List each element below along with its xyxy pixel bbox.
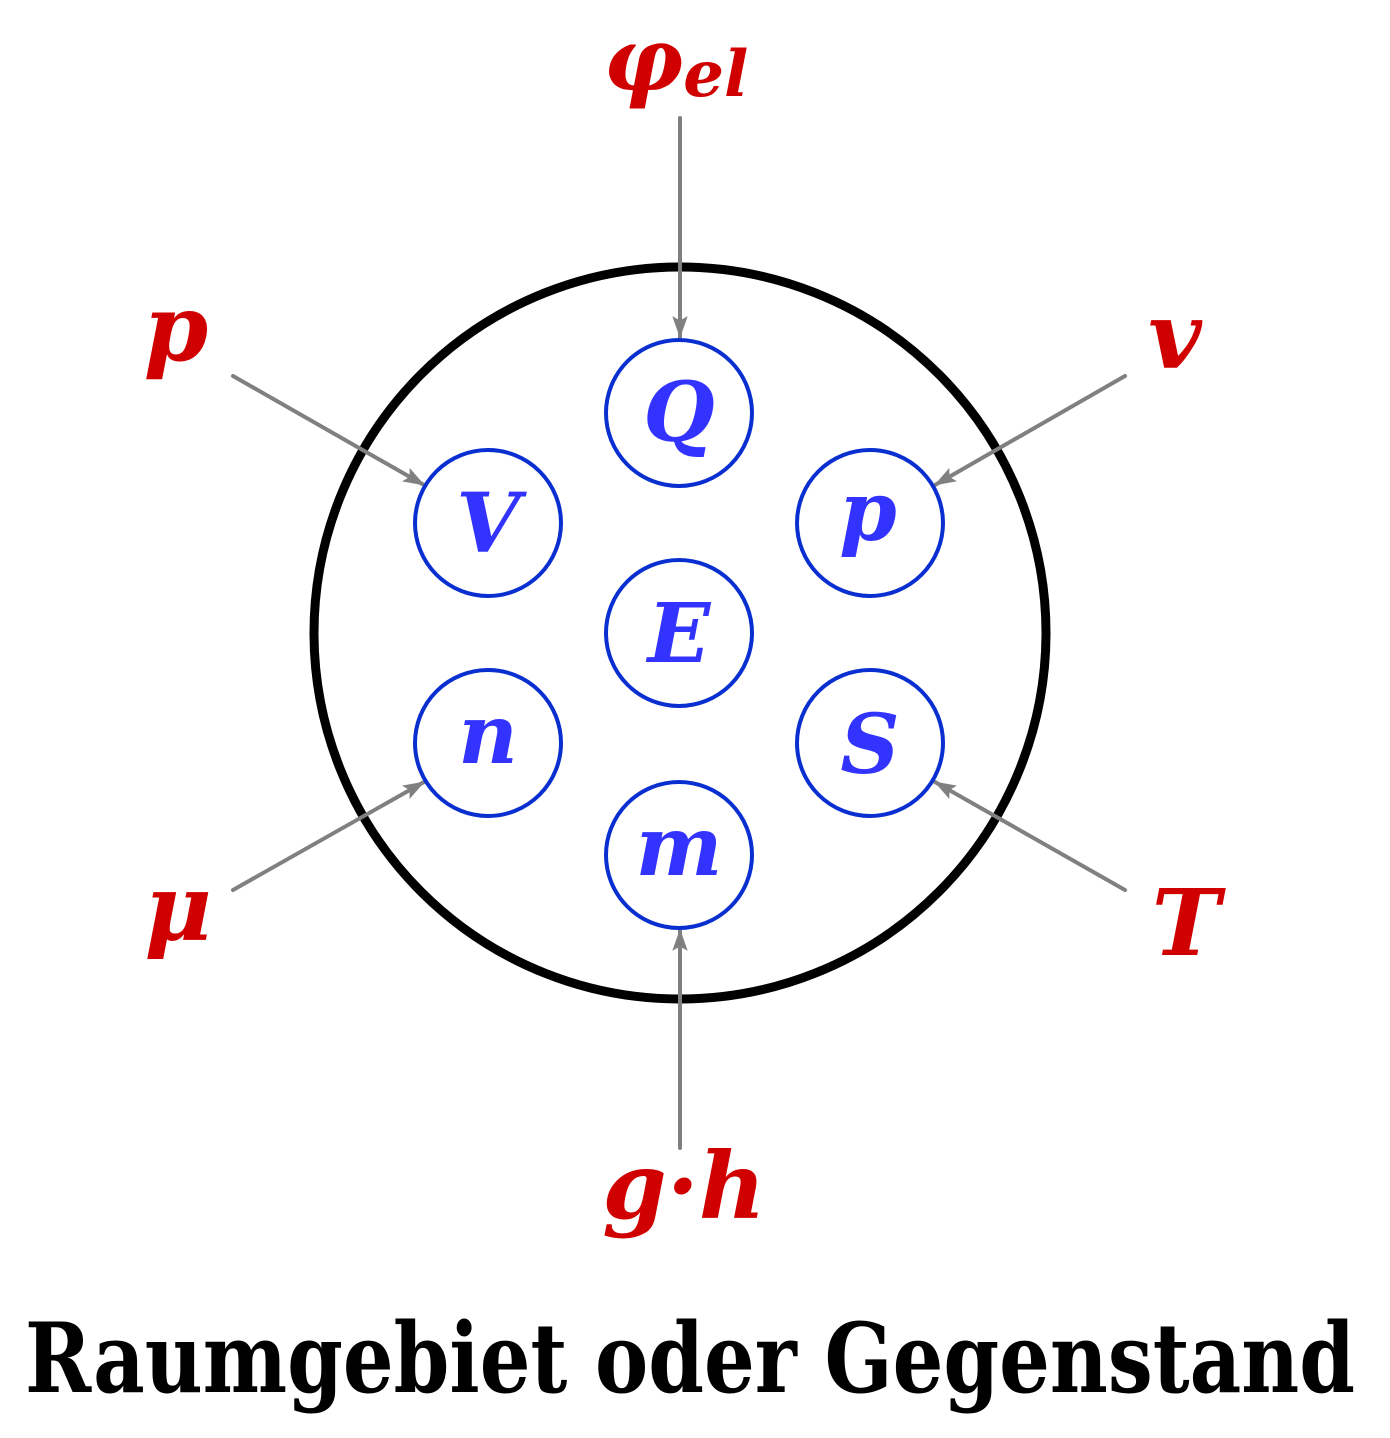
outer-label-phi: φ: [604, 7, 684, 111]
inner-quantities: Q V p E n S m: [413, 338, 945, 930]
outer-label-mu: μ: [144, 854, 211, 962]
inner-label-n: n: [458, 687, 518, 783]
inner-quantity-m: m: [604, 780, 754, 930]
inner-label-Q: Q: [643, 365, 714, 461]
outer-label-p: p: [144, 274, 208, 382]
inner-circle-Q: [604, 338, 754, 488]
arrow-p-to-V: [231, 374, 426, 487]
outer-label-T: T: [1152, 869, 1227, 977]
outer-label-gh: g·h: [602, 1132, 765, 1240]
inner-label-m: m: [636, 799, 723, 895]
inner-quantity-S: S: [795, 668, 945, 818]
outer-label-phi-el: φel: [604, 7, 749, 112]
caption: Raumgebiet oder Gegenstand: [25, 1302, 1355, 1415]
inner-circle-p: [795, 448, 945, 598]
outer-label-v: v: [1148, 282, 1203, 390]
inner-label-p: p: [839, 464, 896, 560]
outer-quantities: φel p v μ T g·h: [144, 7, 1227, 1240]
arrow-T-to-S: [933, 780, 1127, 892]
inner-circle-n: [413, 668, 563, 818]
arrow-v-to-p: [933, 374, 1127, 487]
inner-quantity-n: n: [413, 668, 563, 818]
arrow-mu-to-n: [231, 780, 426, 892]
inner-label-S: S: [840, 697, 899, 793]
inner-quantity-E: E: [604, 558, 754, 708]
inner-circle-V: [413, 448, 563, 598]
inner-quantity-V: V: [413, 448, 563, 598]
inner-label-V: V: [456, 476, 527, 572]
inner-circle-m: [604, 780, 754, 930]
arrows: [231, 116, 1127, 1150]
inner-quantity-Q: Q: [604, 338, 754, 488]
inner-circle-E: [604, 558, 754, 708]
outer-label-phi-subscript: el: [683, 37, 748, 112]
inner-circle-S: [795, 668, 945, 818]
inner-quantity-p: p: [795, 448, 945, 598]
inner-label-E: E: [646, 586, 712, 682]
